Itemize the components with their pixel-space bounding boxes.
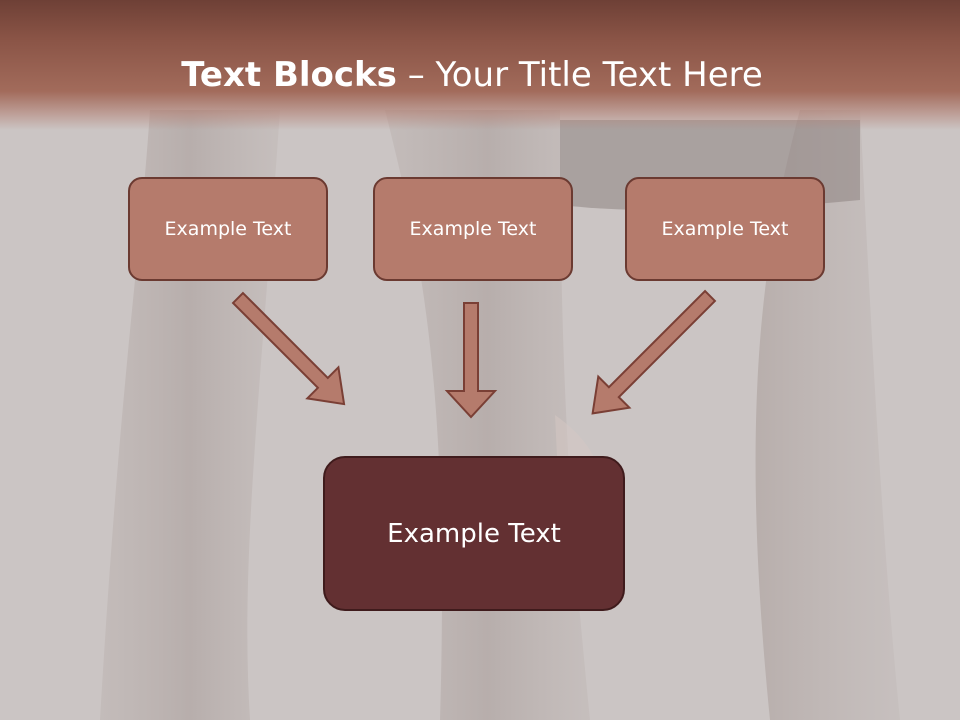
text-block-right[interactable]: Example Text: [625, 177, 825, 281]
text-block-main[interactable]: Example Text: [323, 456, 625, 611]
text-block-center[interactable]: Example Text: [373, 177, 573, 281]
arrow-down-right: [231, 291, 346, 406]
arrow-down: [444, 302, 498, 419]
title-bold: Text Blocks: [181, 55, 397, 95]
text-block-right-label: Example Text: [661, 218, 789, 240]
text-block-left[interactable]: Example Text: [128, 177, 328, 281]
text-block-main-label: Example Text: [387, 518, 561, 549]
arrow-down-left: [591, 289, 717, 415]
text-block-center-label: Example Text: [409, 218, 537, 240]
slide-title: Text Blocks – Your Title Text Here: [0, 50, 944, 100]
title-bar: [0, 0, 960, 130]
title-rest: – Your Title Text Here: [396, 55, 763, 95]
text-block-left-label: Example Text: [164, 218, 292, 240]
